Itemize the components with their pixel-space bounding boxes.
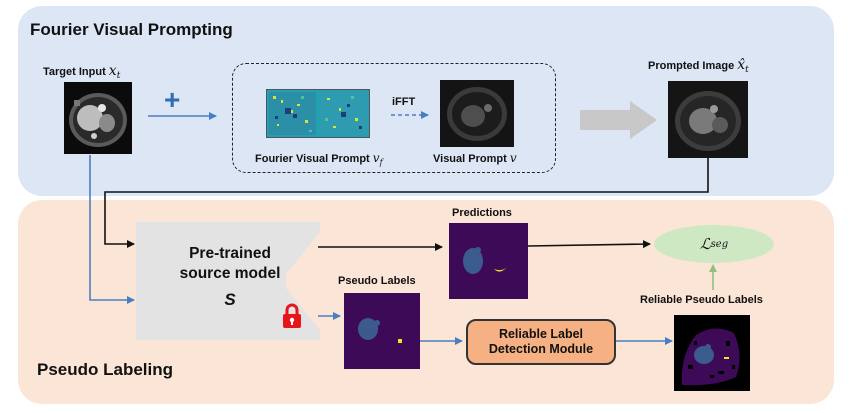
target-input-label: Target Input xt	[43, 63, 121, 82]
lock-icon	[283, 303, 301, 328]
source-model-symbol: S	[224, 290, 236, 309]
source-model-label: Pre-trained source model	[150, 244, 310, 284]
visual-prompt-label: Visual Prompt v	[433, 151, 517, 165]
visual-prompt-image	[440, 80, 514, 147]
module-line-1: Reliable Label	[498, 327, 584, 341]
predictions-label: Predictions	[452, 207, 512, 219]
fourier-prompt-box	[232, 63, 556, 173]
prompted-image	[668, 81, 748, 158]
arrow-input-to-model	[89, 155, 135, 304]
section-title-fourier: Fourier Visual Prompting	[30, 20, 233, 39]
predictions-image	[449, 223, 528, 299]
source-model-shape	[136, 222, 320, 340]
module-line-2: Detection Module	[488, 342, 594, 356]
pseudo-labels-image	[344, 293, 420, 369]
loss-subscript: seg	[710, 238, 729, 250]
plus-icon: +	[164, 84, 181, 115]
arrow-to-prompted-image	[580, 101, 657, 139]
prompted-image-label: Prompted Image x̂t	[648, 57, 749, 76]
ifft-label: iFFT	[392, 96, 416, 108]
arrow-prompted-to-model	[104, 158, 709, 248]
pseudo-labels-label: Pseudo Labels	[338, 275, 416, 287]
arrow-predictions-to-loss	[527, 240, 651, 249]
fourier-visual-prompt-label: Fourier Visual Prompt vf	[255, 151, 383, 168]
model-line-1: Pre-trained	[189, 245, 271, 262]
loss-symbol: ℒ	[699, 235, 711, 253]
section-title-pseudo-labeling: Pseudo Labeling	[37, 360, 174, 379]
reliable-label-detection-module: Reliable Label Detection Module	[466, 319, 616, 365]
reliable-pseudo-labels-label: Reliable Pseudo Labels	[640, 294, 763, 306]
model-line-2: source model	[179, 265, 281, 282]
reliable-pseudo-labels-image	[674, 315, 750, 391]
target-input-image	[64, 82, 132, 154]
fourier-visual-prompt-image	[266, 89, 370, 138]
